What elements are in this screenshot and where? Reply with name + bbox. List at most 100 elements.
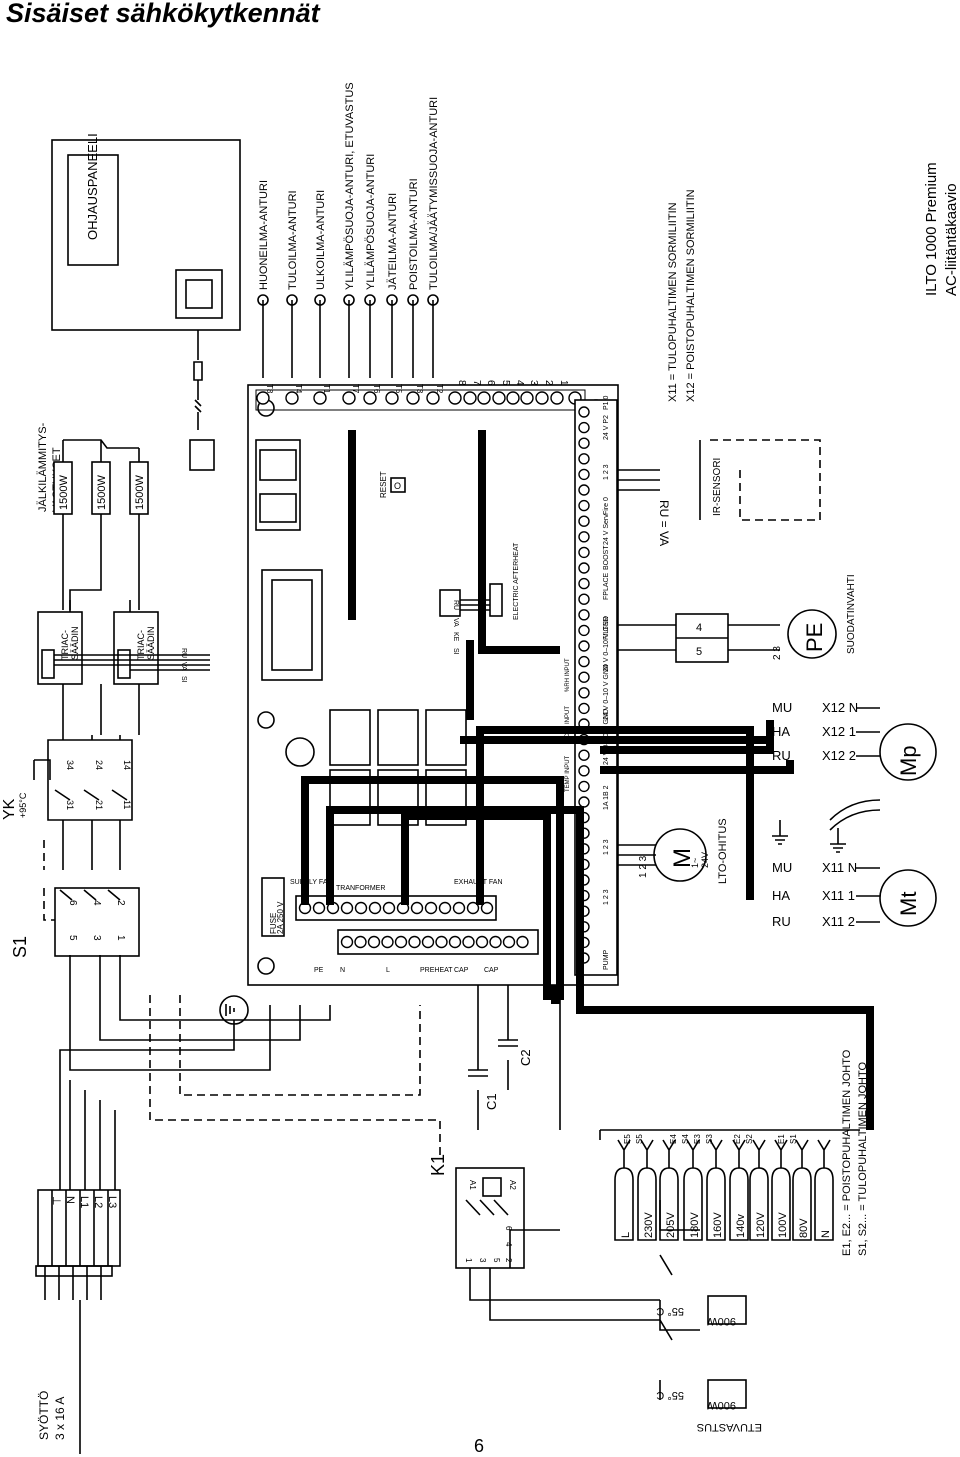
right-terminal-label-12: 1 2 3 (603, 464, 610, 480)
power-terminal-12 (502, 935, 516, 949)
fan-earth-wire (829, 799, 881, 831)
sensor-terminal-14 (535, 391, 549, 405)
sensor-terminal-7 (426, 391, 440, 405)
yk-contact-label-2: 24 (94, 760, 104, 770)
triac-1-pins (41, 649, 55, 679)
triac-down-wires (62, 600, 140, 735)
right-terminal-5 (578, 484, 590, 496)
contactor-coil (482, 1177, 502, 1197)
relay (377, 709, 419, 766)
exhaust-fan-wire-2: RU (772, 748, 791, 763)
numbered-terminal-label-0: 8 (456, 380, 467, 386)
right-terminal-9 (578, 546, 590, 559)
triac-2-label-1: TRIAC- (136, 630, 146, 660)
s1-switch-blades (59, 889, 121, 901)
voltage-tap-connector-9 (814, 1167, 834, 1241)
sensor-label-4: YLILÄMPÖSUOJA-ANTURI (365, 154, 377, 290)
relay (329, 709, 371, 766)
power-terminal-10 (475, 935, 489, 949)
yk-contact-label-0: 34 (65, 760, 75, 770)
sensor-label-0: HUONEILMA-ANTURI (258, 180, 270, 290)
power-terminal-2 (367, 935, 381, 949)
fan-terminal-8 (410, 901, 424, 915)
after-heaters-heading-1: JÄLKILÄMMITYS- (37, 422, 49, 512)
supply-fan-wire-2: RU (772, 914, 791, 929)
s1-pole-label-5: 1 (115, 935, 126, 941)
sensor-terminal-label-2: T1 (322, 384, 331, 394)
sensor-terminal-label-7: T2 (435, 384, 444, 394)
voltage-tap-label-6: 120V (755, 1212, 767, 1238)
reset-button[interactable] (390, 477, 406, 493)
s1-pole-label-2: 4 (91, 900, 102, 906)
power-terminal-9 (462, 935, 475, 949)
voltage-tap-label-8: 80V (798, 1218, 810, 1238)
right-terminal-10 (578, 562, 590, 574)
fan-terminal-11 (452, 901, 466, 915)
earth-symbol-ring (219, 995, 249, 1025)
sensor-terminal-label-3: T7 (351, 384, 360, 394)
cable-note-1: E1, E2... = POISTOPUHALTIMEN JOHTO (841, 1049, 853, 1256)
contactor-pin-3: 2 (504, 1258, 513, 1263)
wire-code-2: E4 (669, 1134, 678, 1144)
earth-symbol (225, 1004, 235, 1016)
product-subtitle: AC-liitäntäkaavio (943, 183, 960, 296)
power-terminal-5 (408, 935, 421, 949)
voltage-tap-lead-6 (752, 1139, 766, 1168)
fuse-rating: 2A 250 V (276, 901, 285, 934)
sensor-label-7: TULOILMA/JÄÄTYMISSUOJA-ANTURI (428, 97, 440, 290)
right-terminal-label-8: FPLACE (603, 572, 610, 600)
mount-hole (257, 711, 275, 729)
right-terminal-label-10: 24 V Serv (603, 514, 610, 545)
sensor-label-1: TULOILMA-ANTURI (287, 190, 299, 290)
supply-terminal-dividers (51, 1190, 109, 1266)
right-terminal-6 (578, 499, 590, 512)
fan-terminal-6 (382, 901, 396, 915)
voltage-tap-connector-8 (792, 1167, 812, 1241)
right-terminal-label-1: 1 2 3 (603, 889, 610, 905)
power-terminal-label-1: N (340, 967, 345, 974)
triac-2-label-2: SÄÄDIN (146, 626, 156, 660)
right-terminal-label-2: 1 2 3 (603, 839, 610, 855)
contactor-pin-0: 1 (464, 1258, 473, 1263)
sensor-terminal-0 (256, 391, 270, 405)
right-terminal-label-14: P1 0 (603, 395, 610, 410)
contactor-pin-a1: A1 (468, 1180, 477, 1190)
preheat-temp-2: 55° C (656, 1389, 684, 1401)
legend-x11: X11 = TULOPUHALTIMEN SORMILIITIN (667, 202, 679, 402)
bypass-motor-label: M (669, 848, 696, 868)
right-terminal-label-13: 24 V P2 (603, 415, 610, 440)
fan-terminal-13 (480, 901, 494, 915)
triac-1 (37, 611, 83, 685)
supply-fan-pin-0: X11 N (822, 860, 857, 875)
power-terminal-3 (381, 935, 394, 949)
supply-fan-bus-2 (326, 806, 874, 1130)
afterheat-label: ELECTRIC AFTERHEAT (513, 542, 520, 620)
preheat-dashed-wire (179, 995, 421, 1096)
voltage-tap-lead-5 (732, 1139, 746, 1168)
bypass-motor-spec-1: 1~ (690, 858, 700, 868)
sensor-terminal-11 (492, 391, 506, 405)
board-panel-plug (189, 439, 215, 471)
voltage-tap-connector-3 (683, 1167, 703, 1241)
right-terminal-17 (578, 671, 590, 683)
voltage-tap-label-4: 160V (712, 1212, 724, 1238)
voltage-tap-label-1: 230V (643, 1212, 655, 1238)
s1-pole-label-0: 6 (67, 900, 78, 906)
control-panel-label: OHJAUSPANEELI (85, 133, 100, 240)
contactor-wiring (465, 1199, 660, 1321)
preheat-temp-1: 55° C (656, 1305, 684, 1317)
resistor-2-label: 1500W (96, 475, 108, 510)
preheat-heater-2 (707, 1379, 747, 1409)
power-terminal-label-0: PE (314, 967, 324, 974)
fuse-box (261, 877, 285, 937)
sensor-terminal-label-0: T8 (265, 384, 274, 394)
right-terminal-16 (578, 655, 590, 668)
sensor-terminal-8 (448, 391, 462, 405)
supply-fan-wire-1: HA (772, 888, 790, 903)
supply-line-4: L3 (106, 1196, 118, 1208)
sensor-terminal-label-6: T3 (415, 384, 424, 394)
